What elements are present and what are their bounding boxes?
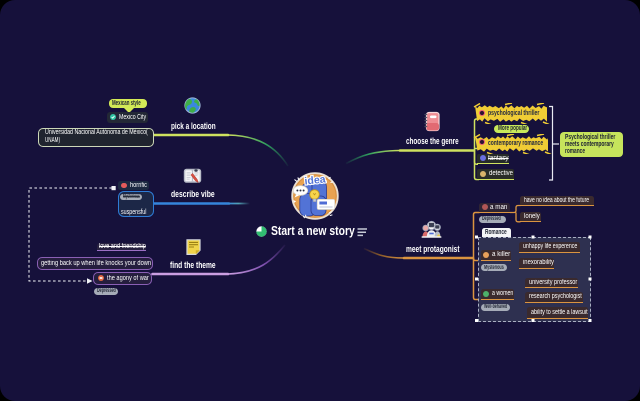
svg-text:idea: idea xyxy=(304,173,326,187)
